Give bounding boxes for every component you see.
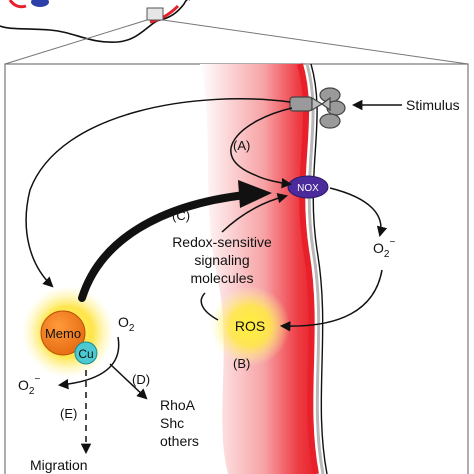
- memo-complex: Memo Cu: [22, 286, 114, 378]
- path-d-label: (D): [132, 372, 150, 387]
- rhoa-label: RhoA: [160, 397, 196, 413]
- oxygen-sub: 2: [129, 323, 135, 334]
- oxygen-label: O2: [118, 314, 135, 334]
- nox-label: NOX: [297, 183, 319, 194]
- ros-to-redox-arrow: [200, 292, 219, 321]
- redox-line-1: Redox-sensitive: [172, 234, 272, 250]
- arrows: [25, 98, 402, 455]
- shc-label: Shc: [160, 415, 184, 431]
- o2-to-superoxide-arrow: [57, 336, 120, 390]
- ros-label: ROS: [235, 318, 265, 334]
- superoxide-left-base: O: [18, 377, 29, 393]
- redox-line-2: signaling: [194, 252, 249, 268]
- redox-line-3: molecules: [190, 270, 253, 286]
- arrow-a: [230, 107, 293, 189]
- superoxide-right-sub: 2: [384, 249, 390, 260]
- superoxide-right-base: O: [373, 240, 384, 256]
- superoxide-to-ros-arrow: [279, 269, 383, 332]
- path-e-label: (E): [60, 406, 77, 421]
- path-c-label: (C): [172, 208, 190, 223]
- memo-to-nox-thick-arrow: [78, 180, 272, 302]
- receptor-to-memo-arrow: [25, 98, 291, 288]
- superoxide-right-label: O2−: [373, 237, 395, 260]
- arrow-c: [221, 192, 289, 233]
- path-a-label: (A): [233, 138, 250, 153]
- superoxide-left-sup: −: [34, 374, 40, 385]
- nox-enzyme: NOX: [287, 175, 329, 199]
- nox-to-superoxide-arrow: [329, 187, 388, 238]
- ros-molecule: ROS: [210, 286, 290, 366]
- arrow-d: [109, 363, 148, 400]
- memo-label: Memo: [45, 326, 81, 341]
- cu-label: Cu: [78, 347, 93, 361]
- stimulus-label: Stimulus: [406, 97, 460, 113]
- oxygen-base: O: [118, 314, 129, 330]
- zoom-box-marker: [4, 7, 469, 65]
- text-labels: Stimulus (A) (C) Redox-sensitive signali…: [18, 97, 460, 473]
- migration-label: Migration: [30, 457, 88, 473]
- superoxide-right-sup: −: [389, 237, 395, 248]
- superoxide-left-sub: 2: [29, 386, 35, 397]
- others-label: others: [160, 433, 199, 449]
- superoxide-left-label: O2−: [18, 374, 40, 397]
- cell-overview-sketch: [0, 0, 190, 43]
- path-b-label: (B): [233, 356, 250, 371]
- plasma-membrane: [200, 63, 328, 474]
- receptor-icon: [289, 87, 346, 129]
